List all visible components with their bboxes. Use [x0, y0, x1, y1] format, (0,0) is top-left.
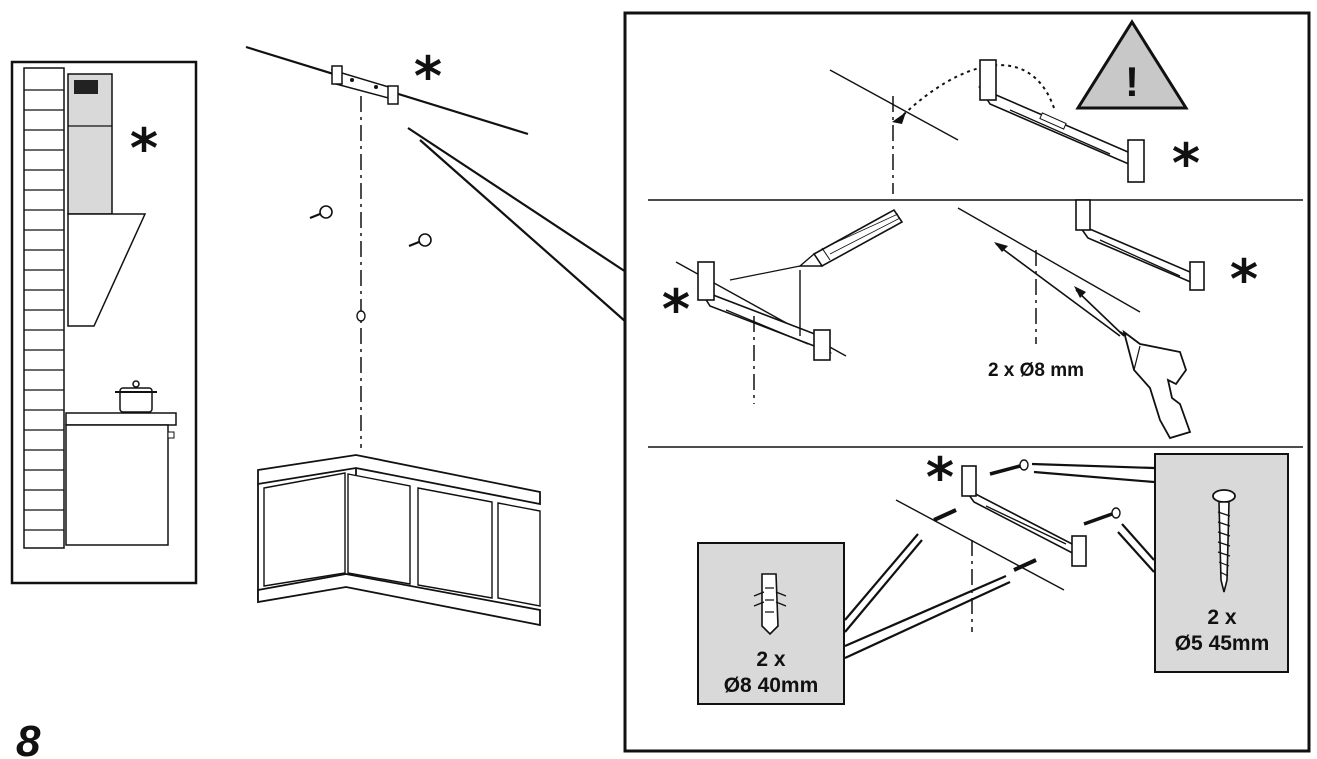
detail-panel: * ! *	[623, 11, 1311, 753]
hood-chimney	[67, 73, 113, 215]
step-fix-bracket: *	[895, 446, 1121, 632]
bracket-icon	[961, 465, 1087, 567]
step-mark-holes: *	[662, 208, 904, 404]
wall-plug-icon	[753, 573, 787, 636]
marker-asterisk: *	[130, 117, 158, 180]
wall-plug-callout: 2 x Ø8 40mm	[697, 533, 1011, 705]
screw-size-label: Ø5 45mm	[1175, 632, 1270, 655]
step-position-bracket: * !	[829, 19, 1200, 195]
bracket-icon	[697, 261, 832, 361]
kitchen-overview-panel: *	[10, 60, 198, 585]
cooking-pot	[115, 380, 157, 413]
hood-canopy	[67, 213, 147, 327]
step-drill-holes: * 2 x Ø8 mm	[957, 199, 1258, 440]
bracket-icon	[330, 65, 399, 105]
bracket-icon	[977, 59, 1145, 183]
marker-asterisk: *	[662, 278, 690, 341]
drill-hole	[356, 310, 366, 322]
warning-symbol: !	[1125, 58, 1139, 105]
arrow-head-icon	[1074, 286, 1086, 298]
wall-plug-qty-label: 2 x	[756, 648, 786, 671]
screw-icon	[408, 233, 432, 248]
wall-cabinets	[257, 454, 541, 627]
screw-icon	[1212, 489, 1236, 593]
zoom-callout	[407, 127, 627, 323]
marker-asterisk: *	[414, 45, 442, 108]
wall-plug-size-label: Ø8 40mm	[724, 674, 819, 697]
step-number: 8	[16, 717, 41, 759]
brick-wall	[23, 67, 65, 549]
screw-icon	[1083, 507, 1121, 526]
wall-mount-overview: *	[245, 45, 541, 627]
pencil-icon	[798, 208, 904, 268]
bracket-icon	[1075, 199, 1205, 291]
wall-plug-icon	[933, 508, 1037, 572]
warning-icon: !	[1075, 19, 1189, 110]
screw-icon	[989, 459, 1029, 476]
marker-asterisk: *	[1230, 248, 1258, 311]
arrow-head-icon	[892, 112, 906, 124]
arrow-head-icon	[994, 242, 1008, 252]
screw-qty-label: 2 x	[1207, 606, 1237, 629]
marker-asterisk: *	[1172, 132, 1200, 195]
marker-asterisk: *	[926, 446, 954, 509]
kitchen-counter	[65, 412, 177, 546]
drill-size-label: 2 x Ø8 mm	[988, 360, 1084, 381]
screw-icon	[309, 205, 333, 220]
drill-icon	[1119, 329, 1192, 440]
screw-callout: 2 x Ø5 45mm	[1031, 453, 1289, 673]
